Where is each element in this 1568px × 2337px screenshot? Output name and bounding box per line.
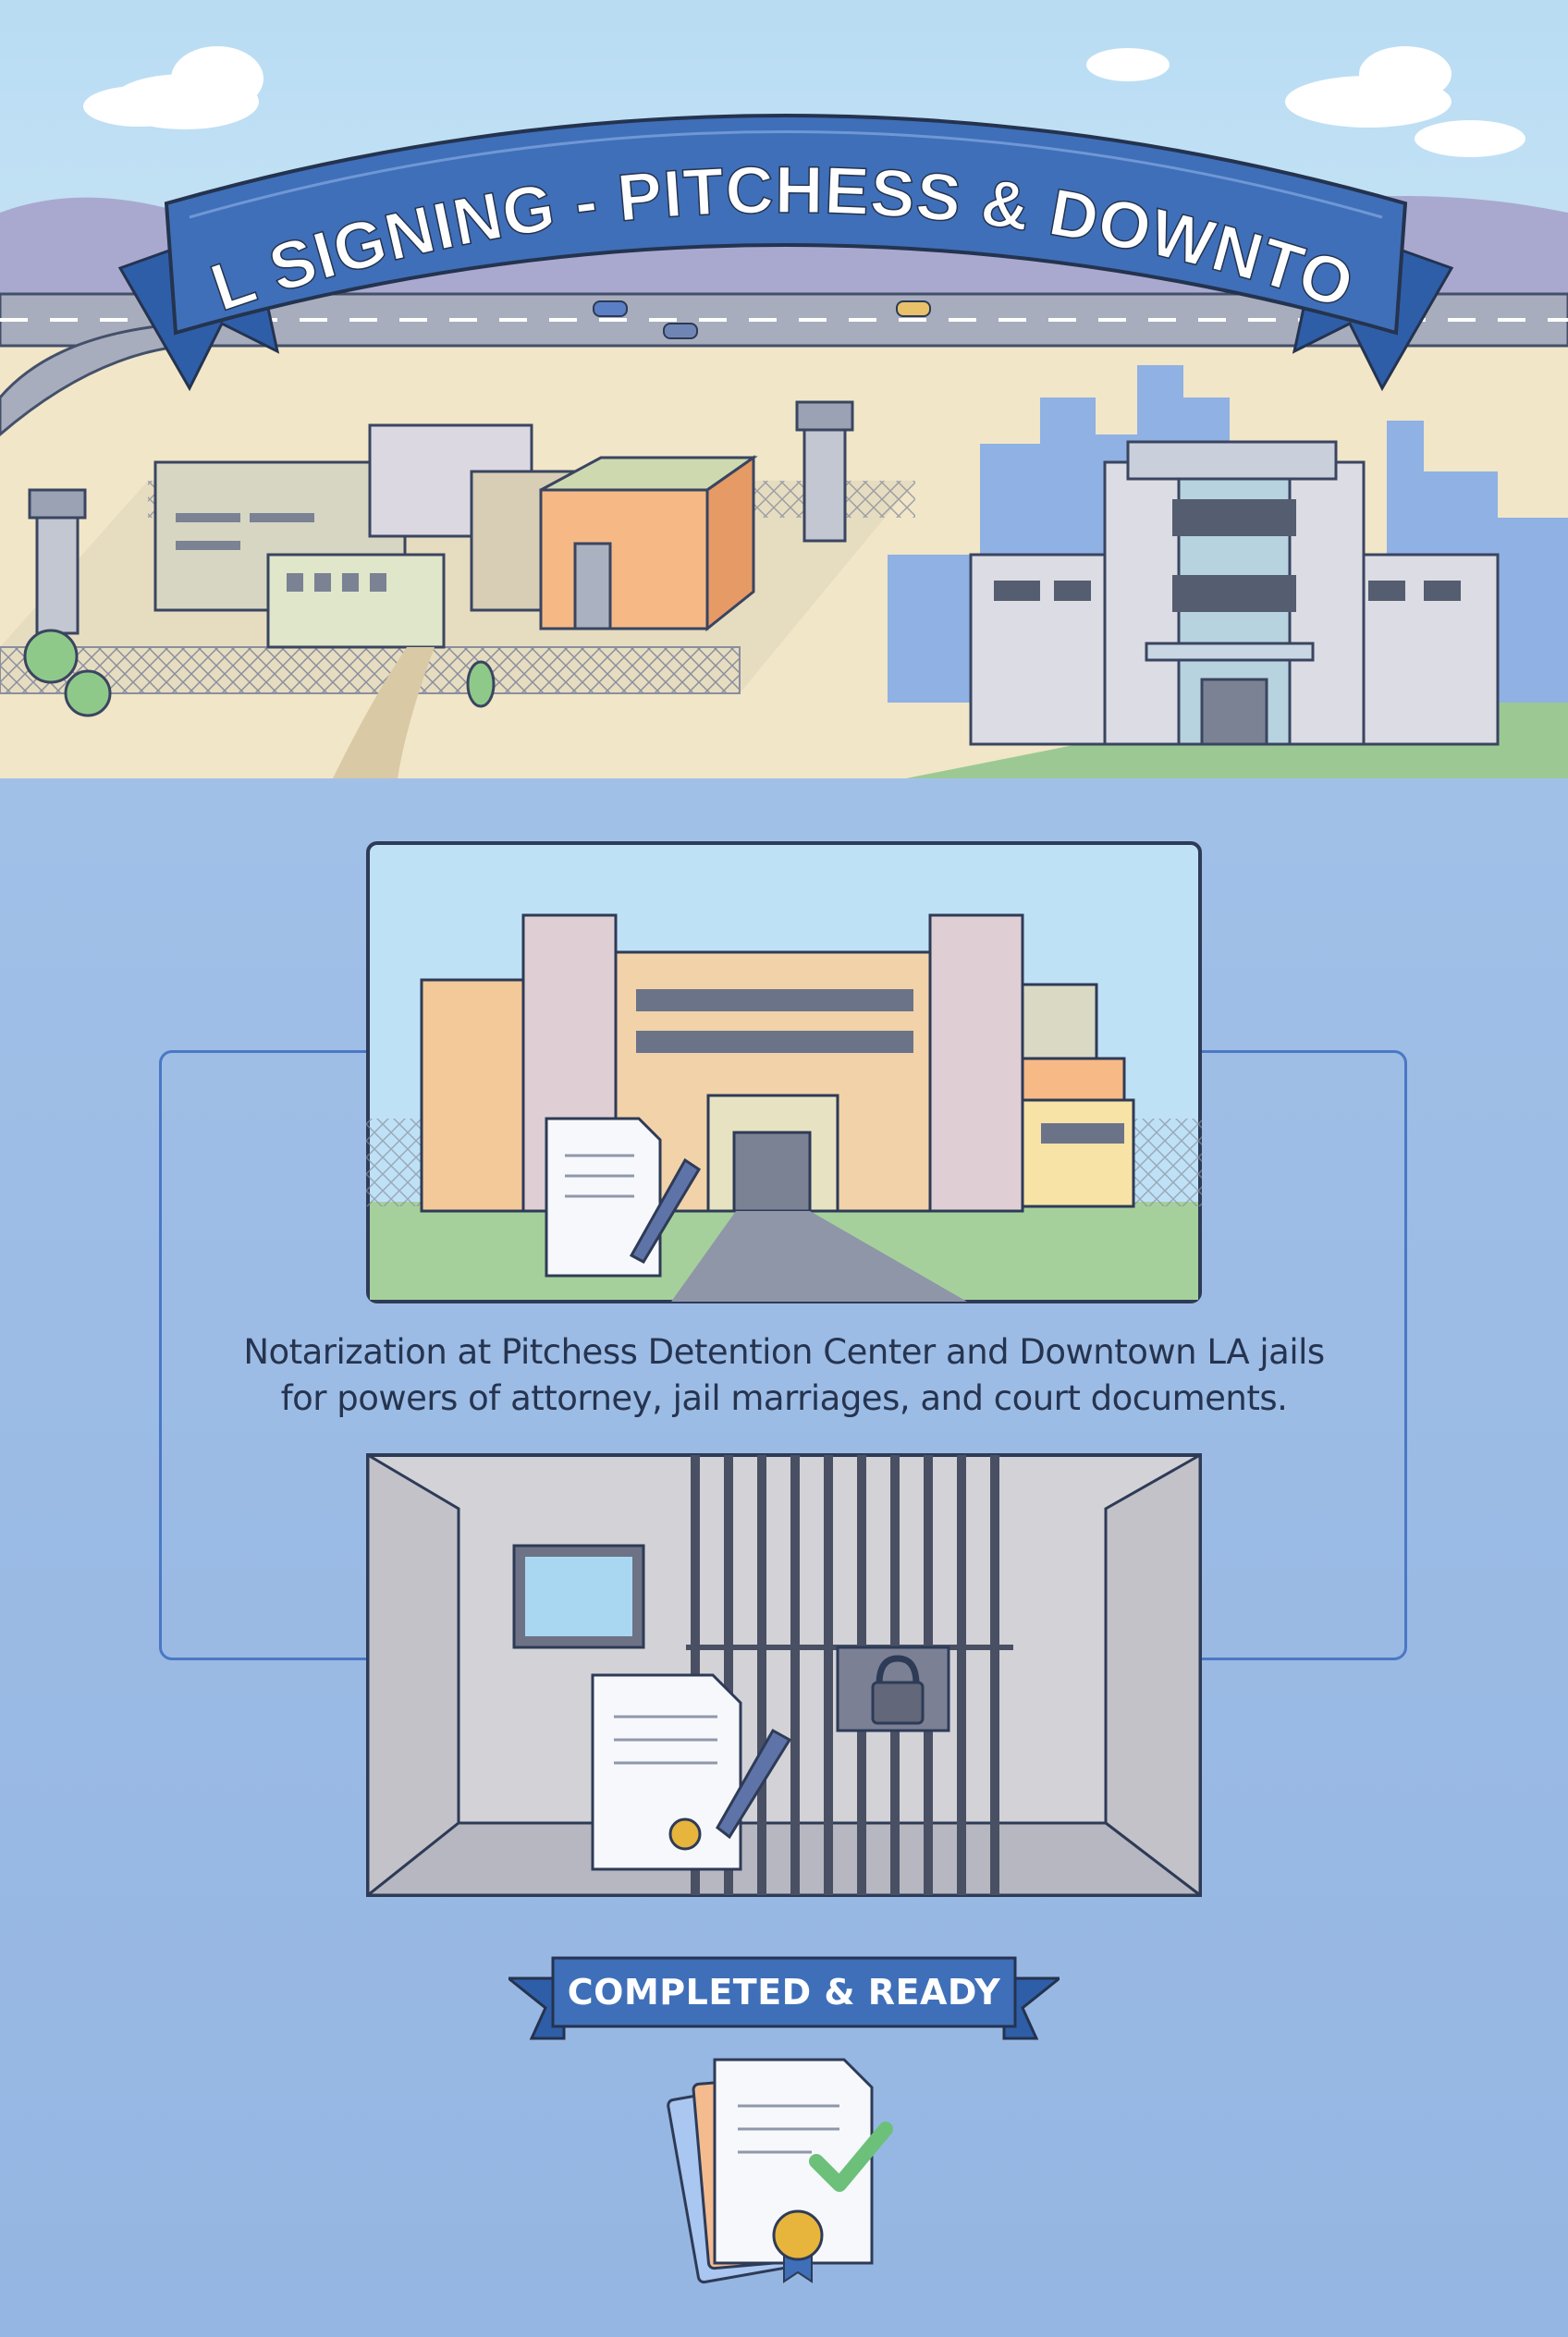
jail-cell-panel (366, 1453, 1202, 1897)
status-ribbon (508, 1956, 1060, 2040)
jail-exterior-panel (366, 841, 1202, 1303)
pen-icon (716, 1728, 792, 1840)
cars (593, 300, 931, 339)
document-icon (591, 1673, 742, 1871)
pitchess-compound (0, 400, 915, 778)
caption-line-2: for powers of attorney, jail marriages, … (280, 1378, 1288, 1418)
seal-icon (668, 1817, 702, 1851)
status-ribbon-label: COMPLETED & READY (567, 1972, 1001, 2013)
pen-icon (629, 1157, 702, 1264)
service-description: Notarization at Pitchess Detention Cente… (185, 1329, 1383, 1422)
seal-icon (772, 2209, 824, 2261)
downtown-jail-building (969, 440, 1500, 746)
checkmark-icon (809, 2122, 893, 2192)
clouds (83, 46, 1525, 157)
caption-line-1: Notarization at Pitchess Detention Cente… (243, 1332, 1325, 1372)
completed-documents-icon (667, 2058, 893, 2284)
padlock-icon (871, 1655, 925, 1725)
title-banner: JAIL SIGNING - PITCHESS & DOWNTOWN (102, 55, 1454, 392)
